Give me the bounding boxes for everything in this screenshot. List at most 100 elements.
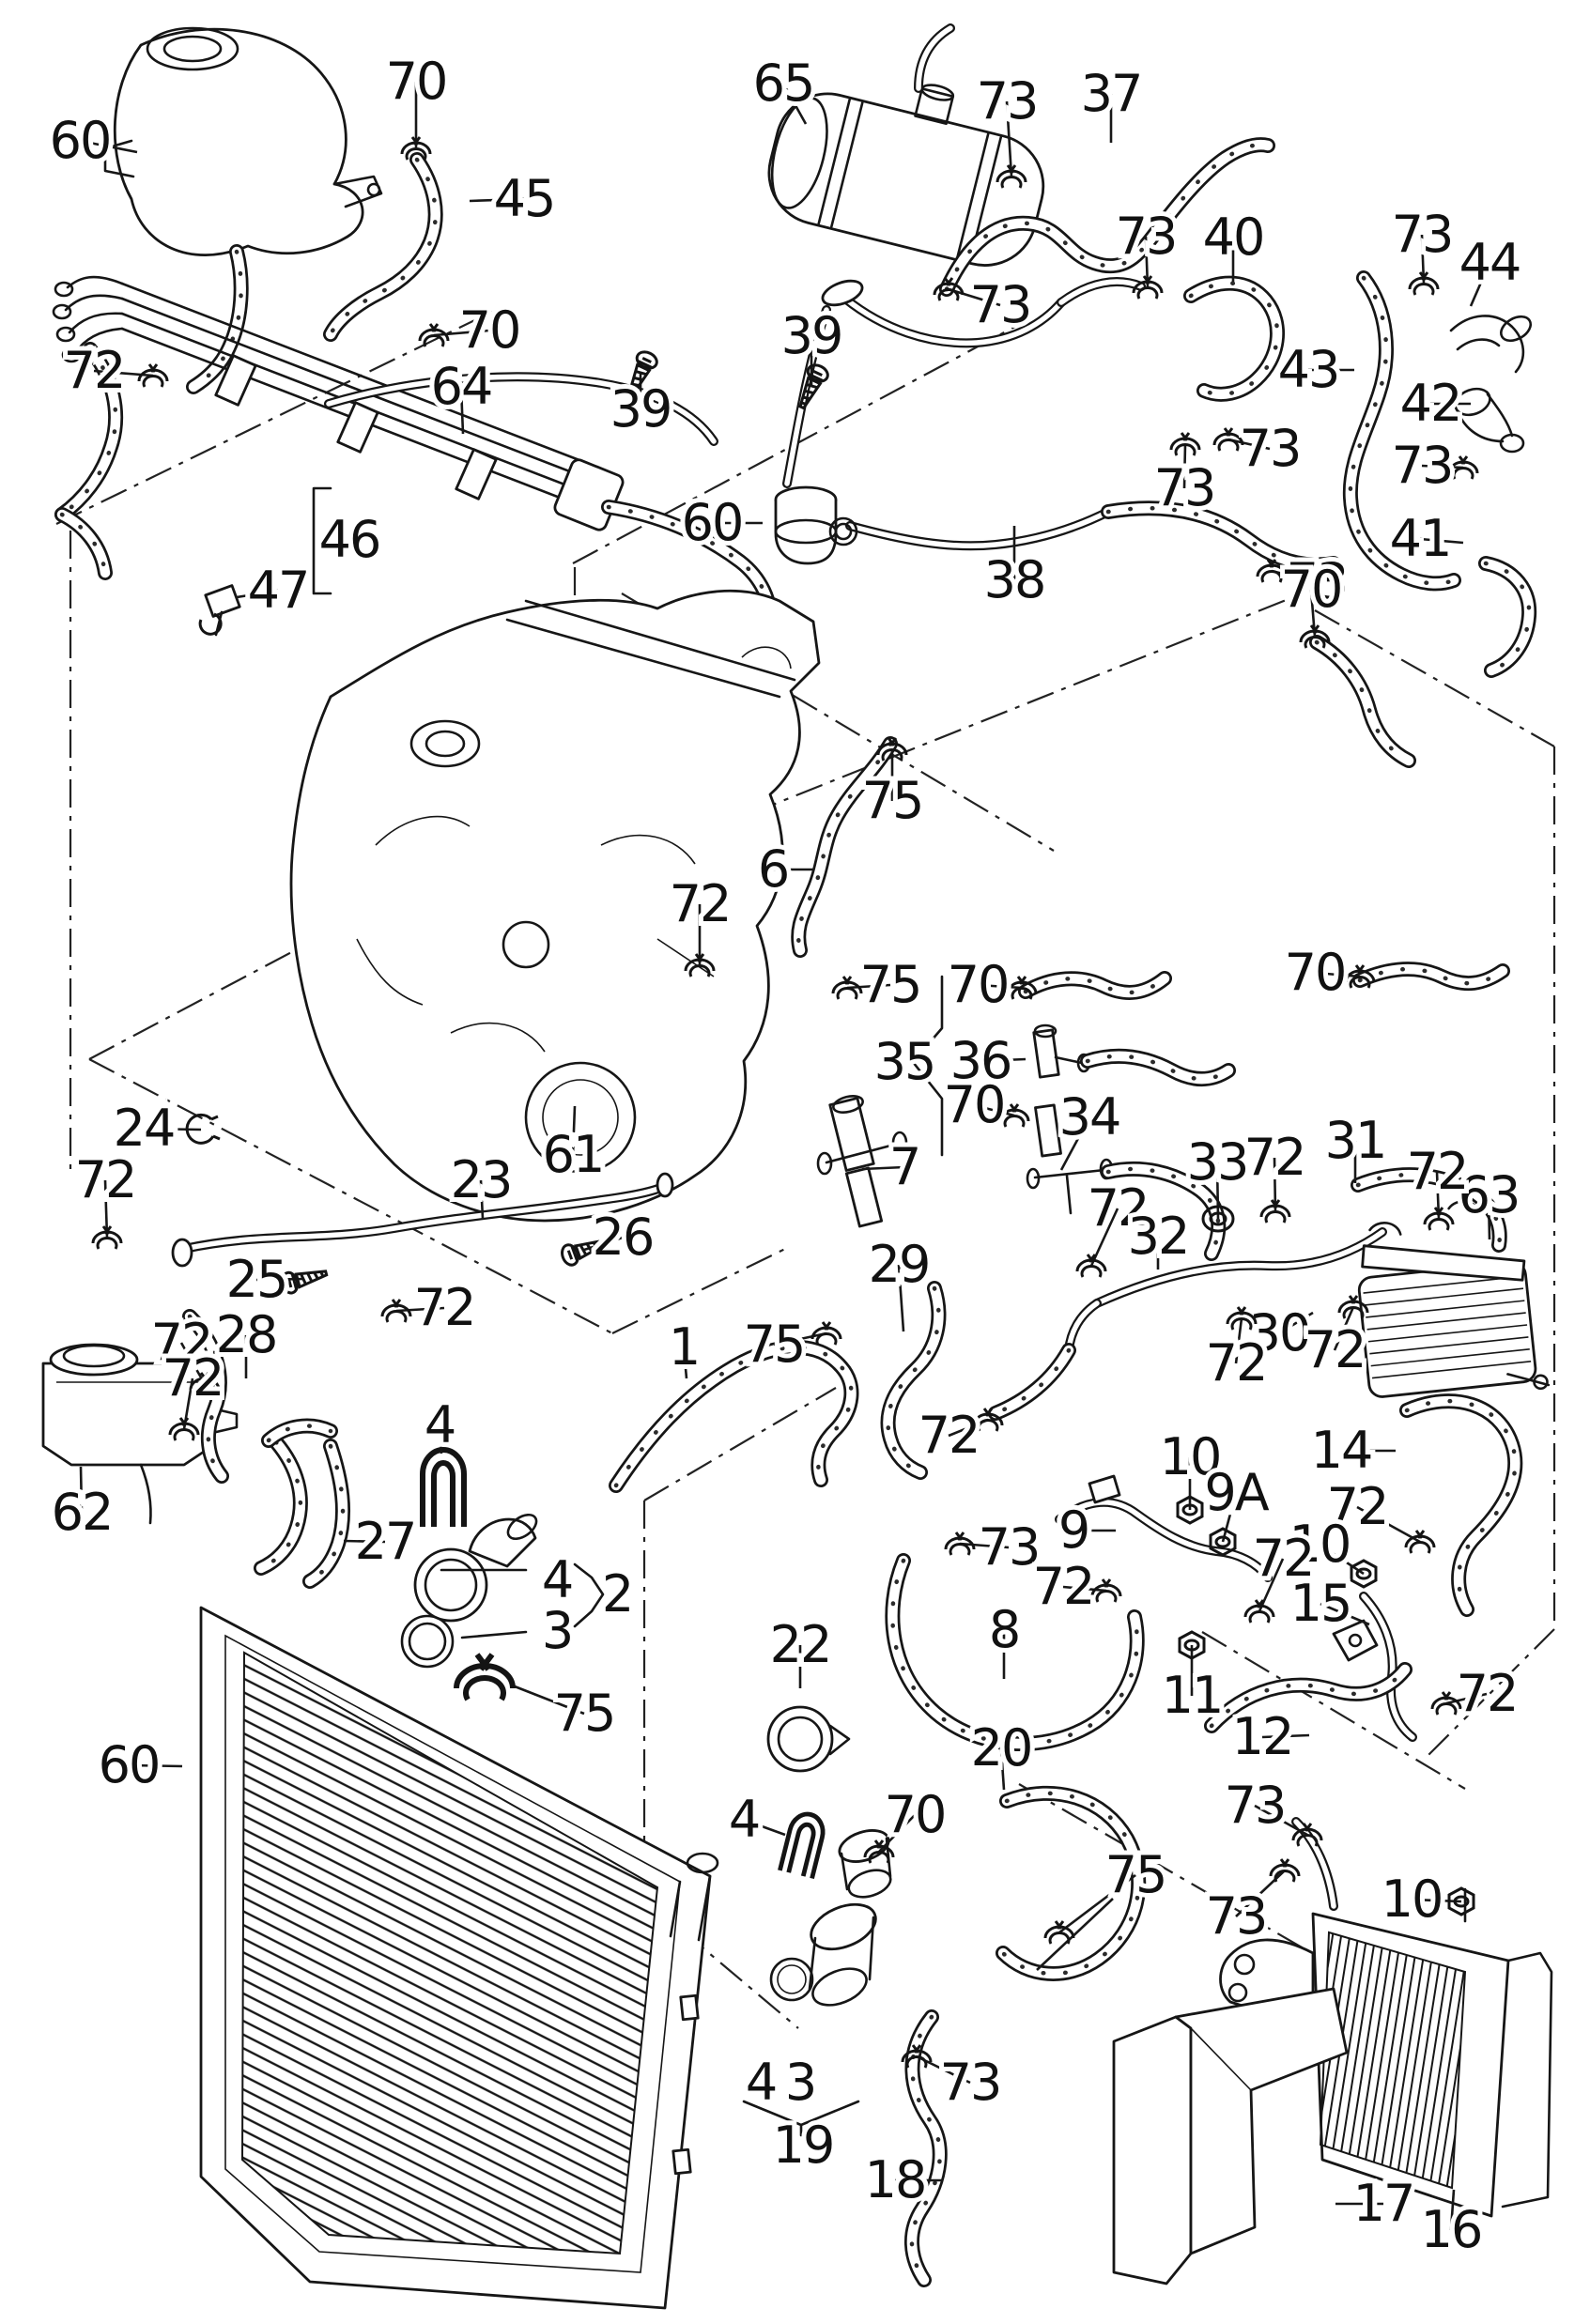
part-callout-39: 39 xyxy=(606,347,677,443)
part-number: 9 xyxy=(1058,1501,1088,1560)
part-callout-72: 72 xyxy=(1322,1472,1436,1555)
hose-70-right xyxy=(1317,642,1409,761)
part-callout-64: 64 xyxy=(426,352,498,435)
part-number: 72 xyxy=(1304,1320,1366,1379)
part-number: 75 xyxy=(862,771,923,830)
leader-line xyxy=(1215,1162,1220,1220)
part-number: 39 xyxy=(610,379,672,439)
expansion-tank-60 xyxy=(103,26,383,256)
clamp-icon xyxy=(1269,1857,1301,1884)
leader-line xyxy=(1487,1194,1491,1240)
part-number: 20 xyxy=(971,1718,1032,1778)
part-callout-72: 72 xyxy=(1300,1294,1371,1384)
pipe-flange xyxy=(821,279,864,307)
part-callout-73: 73 xyxy=(1212,414,1306,483)
leader-line xyxy=(682,1347,688,1379)
part-callout-72: 72 xyxy=(1430,1659,1523,1728)
part-callout-4: 4 xyxy=(420,1391,461,1459)
part-callout-34: 34 xyxy=(1055,1083,1126,1171)
clamp-icon xyxy=(998,1102,1030,1129)
o-ring-3 xyxy=(400,1614,455,1669)
part-number: 34 xyxy=(1059,1087,1120,1147)
leader-line xyxy=(433,329,490,337)
leader-line xyxy=(1059,1116,1091,1171)
part-callout-43: 43 xyxy=(1274,335,1354,404)
part-number: 73 xyxy=(979,1517,1040,1577)
part-number: 28 xyxy=(216,1305,277,1364)
part-number: 72 xyxy=(1033,1557,1094,1616)
part-callout-73: 73 xyxy=(1256,547,1353,616)
part-callout-72: 72 xyxy=(1402,1137,1474,1232)
part-number: 39 xyxy=(781,306,842,365)
part-callout-46: 46 xyxy=(315,505,387,574)
part-callout-47: 47 xyxy=(236,556,315,624)
part-number: 22 xyxy=(770,1615,831,1674)
part-callout-72: 72 xyxy=(70,1146,142,1251)
part-number: 72 xyxy=(670,874,731,933)
part-callout-11: 11 xyxy=(1157,1630,1228,1730)
radiator-60 xyxy=(199,1606,719,2310)
part-number: 73 xyxy=(1206,1886,1267,1946)
leader-line xyxy=(999,1747,1006,1791)
pipe-32-stub xyxy=(1069,1303,1097,1350)
part-number: 72 xyxy=(75,1150,136,1209)
leader-line xyxy=(980,1057,1027,1063)
hose-27b xyxy=(310,1446,343,1581)
part-number: 31 xyxy=(1325,1111,1386,1170)
part-number: 10 xyxy=(1160,1427,1221,1486)
part-number: 11 xyxy=(1162,1666,1223,1725)
pipe-9-bracket xyxy=(1088,1474,1121,1504)
part-number: 6 xyxy=(758,839,788,899)
leader-line xyxy=(846,983,891,990)
leader-line xyxy=(514,1685,585,1716)
part-callout-8: 8 xyxy=(984,1595,1026,1679)
part-number: 61 xyxy=(543,1125,604,1184)
part-callout-63: 63 xyxy=(1454,1161,1525,1240)
part-callout-72: 72 xyxy=(1075,1174,1154,1279)
leader-line xyxy=(143,1127,202,1131)
part-number: 70 xyxy=(459,300,520,360)
part-number: 45 xyxy=(494,169,555,228)
part-callout-15: 15 xyxy=(1286,1569,1370,1638)
part-callout-17: 17 xyxy=(1335,2169,1420,2238)
part-number: 64 xyxy=(431,357,492,416)
part-number: 60 xyxy=(682,493,743,552)
retaining-clip-4 xyxy=(423,1450,464,1527)
part-callout-41: 41 xyxy=(1385,504,1464,573)
part-number: 72 xyxy=(1407,1142,1468,1201)
part-callout-72: 72 xyxy=(59,336,169,405)
part-number: 32 xyxy=(1128,1207,1189,1266)
leader-line xyxy=(1089,1208,1119,1267)
leader-line xyxy=(1333,1306,1355,1351)
part-callout-60: 60 xyxy=(45,106,138,175)
part-callout-72: 72 xyxy=(1201,1305,1273,1397)
part-number: 73 xyxy=(1392,205,1453,264)
leader-line xyxy=(236,589,279,599)
leader-line xyxy=(1261,1733,1310,1739)
clamp-icon xyxy=(1423,1206,1455,1232)
tube-stroke xyxy=(1191,284,1277,394)
bracket-46 xyxy=(312,486,332,595)
tube-stroke xyxy=(331,160,436,334)
leader-line xyxy=(395,1306,445,1313)
part-number: 70 xyxy=(1285,943,1346,1002)
part-callout-4: 4 xyxy=(537,1546,579,1614)
clamp-75-icon xyxy=(456,1655,513,1700)
leader-line xyxy=(1221,1492,1238,1543)
part-number: 70 xyxy=(1281,560,1342,619)
part-number: 72 xyxy=(1088,1178,1149,1238)
part-number: 41 xyxy=(1390,509,1451,568)
part-number: 63 xyxy=(1459,1165,1520,1224)
part-number: 23 xyxy=(451,1150,512,1209)
part-callout-40: 40 xyxy=(1198,203,1270,282)
leader-line xyxy=(1314,971,1361,978)
part-number: 62 xyxy=(52,1483,113,1542)
part-callout-73: 73 xyxy=(1220,1771,1323,1848)
pipe-23-end2 xyxy=(656,1172,674,1198)
part-callout-20: 20 xyxy=(966,1714,1038,1791)
leader-line xyxy=(79,1466,84,1514)
part-number: 27 xyxy=(355,1512,416,1571)
part-callout-35: 35 xyxy=(870,1027,942,1096)
part-number: 75 xyxy=(554,1684,615,1743)
